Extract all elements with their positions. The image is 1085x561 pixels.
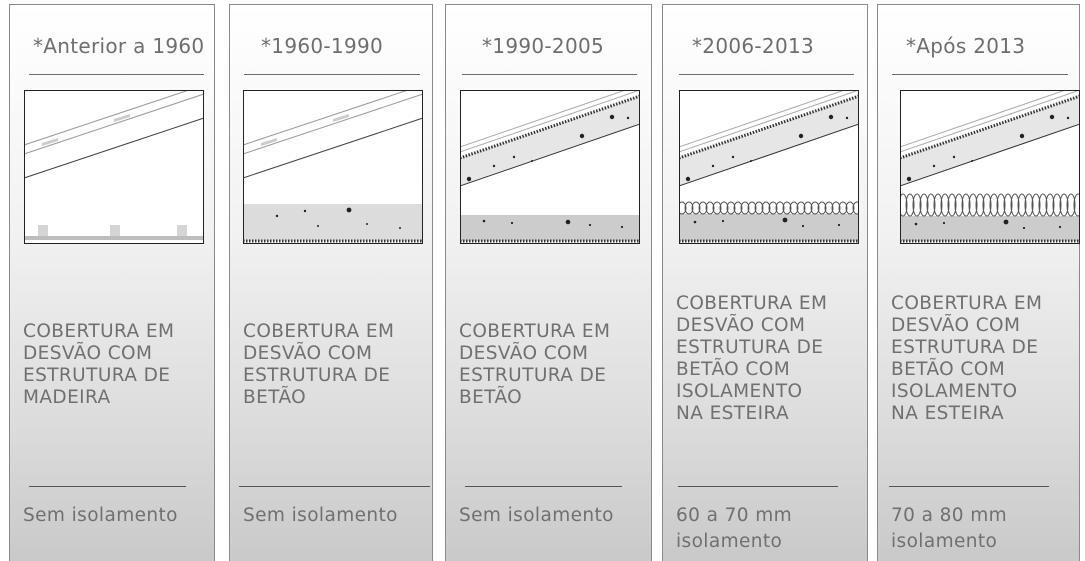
description-line: BETÃO — [243, 387, 307, 408]
description-line: ISOLAMENTO — [891, 381, 1018, 402]
divider — [892, 74, 1068, 75]
period-label: *Anterior a 1960 — [33, 34, 205, 58]
description-line: DESVÃO COM — [23, 343, 153, 364]
description-line: DESVÃO COM — [891, 315, 1021, 336]
description-line: BETÃO — [459, 387, 523, 408]
insulation-label: Sem isolamento — [459, 505, 614, 526]
description-line: BETÃO COM — [891, 359, 1006, 380]
period-label: *1990-2005 — [482, 34, 605, 58]
divider — [29, 486, 186, 487]
period-label: *2006-2013 — [692, 34, 815, 58]
period-panel-before-1960: *Anterior a 1960 COBERTURA EM DESVÃO COM… — [9, 4, 215, 561]
description-line: NA ESTEIRA — [676, 403, 790, 424]
roof-description: COBERTURA EM DESVÃO COM ESTRUTURA DE BET… — [459, 321, 649, 409]
description-line: ESTRUTURA DE — [676, 337, 824, 358]
description-line: DESVÃO COM — [459, 343, 589, 364]
description-line: COBERTURA EM — [243, 321, 395, 342]
roof-description: COBERTURA EM DESVÃO COM ESTRUTURA DE BET… — [243, 321, 433, 409]
description-line: DESVÃO COM — [243, 343, 373, 364]
description-line: ISOLAMENTO — [676, 381, 803, 402]
roof-section-illustration — [243, 90, 423, 244]
description-line: COBERTURA EM — [891, 293, 1043, 314]
divider — [679, 74, 854, 75]
description-line: NA ESTEIRA — [891, 403, 1005, 424]
divider — [29, 74, 204, 75]
period-panel-2006-2013: *2006-2013 COBERTURA EM DESVÃO COM ESTRU… — [662, 4, 868, 561]
divider — [462, 74, 637, 75]
description-line: ESTRUTURA DE — [459, 365, 607, 386]
roof-section-illustration — [460, 90, 640, 244]
period-panel-after-2013: *Após 2013 COBERTURA EM DESVÃO COM ESTRU… — [877, 4, 1080, 561]
roof-description: COBERTURA EM DESVÃO COM ESTRUTURA DE BET… — [891, 293, 1081, 425]
roof-description: COBERTURA EM DESVÃO COM ESTRUTURA DE BET… — [676, 293, 866, 425]
period-label: *Após 2013 — [906, 34, 1026, 58]
divider — [239, 486, 430, 487]
divider — [244, 74, 420, 75]
description-line: ESTRUTURA DE — [243, 365, 391, 386]
roof-section-illustration — [679, 90, 859, 244]
insulation-label: 70 a 80 mm isolamento — [891, 505, 1008, 552]
description-line: COBERTURA EM — [459, 321, 611, 342]
description-line: DESVÃO COM — [676, 315, 806, 336]
period-panel-1990-2005: *1990-2005 COBERTURA EM DESVÃO COM ESTRU… — [445, 4, 652, 561]
description-line: COBERTURA EM — [676, 293, 828, 314]
description-line: ESTRUTURA DE — [891, 337, 1039, 358]
insulation-label: 60 a 70 mm isolamento — [676, 505, 793, 552]
description-line: MADEIRA — [23, 387, 111, 408]
divider — [465, 486, 622, 487]
roof-description: COBERTURA EM DESVÃO COM ESTRUTURA DE MAD… — [23, 321, 213, 409]
description-line: COBERTURA EM — [23, 321, 175, 342]
period-label: *1960-1990 — [261, 34, 384, 58]
period-panel-1960-1990: *1960-1990 COBERTURA EM DESVÃO COM ESTRU… — [229, 4, 433, 561]
roof-section-illustration — [24, 90, 204, 244]
description-line: ESTRUTURA DE — [23, 365, 171, 386]
roof-section-illustration — [900, 90, 1080, 244]
description-line: BETÃO COM — [676, 359, 791, 380]
insulation-label: Sem isolamento — [243, 505, 398, 526]
divider — [678, 486, 838, 487]
insulation-label: Sem isolamento — [23, 505, 178, 526]
divider — [889, 486, 1049, 487]
